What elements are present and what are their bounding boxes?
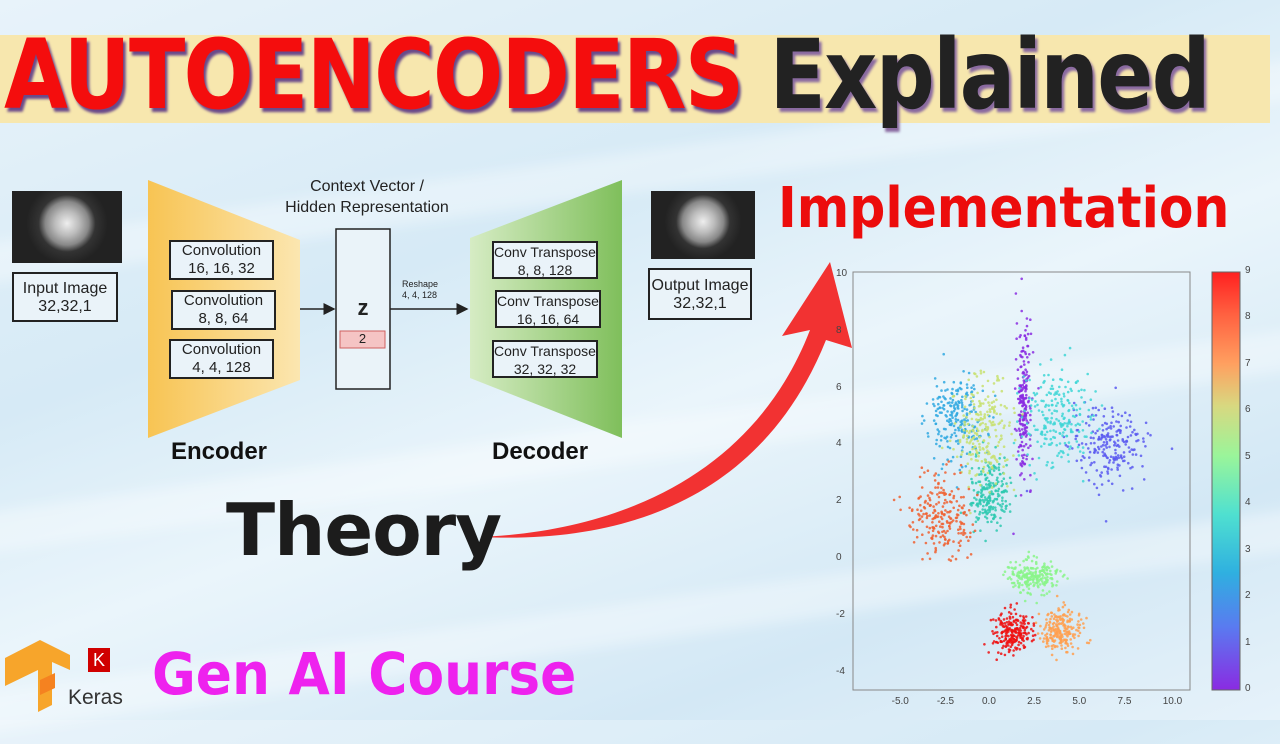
decoder-layer-1: Conv Transpose 8, 8, 128	[492, 241, 598, 279]
title-explained: Explained	[769, 19, 1211, 131]
z-symbol: z	[357, 295, 369, 320]
colorbar-tick-label: 6	[1245, 404, 1251, 416]
x-tick-label: -5.0	[891, 696, 909, 707]
layer-dims: 4, 4, 128	[192, 359, 251, 376]
x-tick-label: 10.0	[1162, 696, 1183, 707]
keras-logo-icon: K	[88, 648, 110, 672]
x-tick-label: 2.5	[1027, 696, 1042, 707]
z-size: 2	[358, 331, 367, 346]
x-tick-label: 7.5	[1117, 696, 1132, 707]
page-title: AUTOENCODERS Explained	[4, 18, 1211, 133]
input-image-box: Input Image 32,32,1	[12, 272, 118, 322]
colorbar-tick-label: 8	[1245, 311, 1251, 323]
layer-name: Conv Transpose	[497, 293, 599, 309]
colorbar-tick-label: 3	[1245, 543, 1251, 555]
course-label: Gen AI Course	[152, 640, 577, 708]
layer-dims: 32, 32, 32	[513, 361, 577, 377]
tensorflow-logo-icon	[5, 640, 70, 712]
input-image	[12, 191, 122, 263]
output-dims: 32,32,1	[673, 295, 727, 312]
z-size-box	[339, 330, 386, 349]
colorbar	[1211, 271, 1241, 691]
plot-frame	[852, 271, 1191, 691]
x-tick-label: 5.0	[1072, 696, 1087, 707]
output-label: Output Image	[651, 277, 749, 294]
colorbar-tick-label: 4	[1245, 497, 1251, 509]
colorbar-tick-label: 1	[1245, 636, 1251, 648]
colorbar-tick-label: 2	[1245, 590, 1251, 602]
reshape-label: Reshape 4, 4, 128	[402, 279, 438, 301]
y-tick-label: -4	[836, 665, 845, 677]
colorbar-tick-label: 7	[1245, 357, 1251, 369]
output-image	[651, 191, 755, 259]
x-tick-label: 0.0	[982, 696, 996, 707]
colorbar-tick-label: 0	[1245, 683, 1251, 694]
context-line1: Context Vector /	[310, 178, 424, 195]
encoder-layer-1: Convolution 16, 16, 32	[169, 240, 274, 280]
title-autoencoders: AUTOENCODERS	[4, 19, 744, 131]
encoder-label: Encoder	[171, 438, 268, 465]
y-tick-label: 8	[836, 324, 842, 336]
layer-name: Conv Transpose	[494, 343, 596, 359]
encoder-layer-3: Convolution 4, 4, 128	[169, 339, 274, 379]
implementation-label: Implementation	[778, 176, 1230, 241]
context-vector-label: Context Vector / Hidden Representation	[272, 176, 462, 218]
theory-label: Theory	[226, 488, 502, 572]
y-tick-label: 10	[836, 268, 848, 279]
layer-name: Convolution	[181, 341, 262, 358]
y-tick-label: -2	[836, 608, 845, 620]
reshape-text: Reshape	[402, 279, 439, 289]
layer-dims: 16, 16, 32	[188, 260, 255, 277]
y-tick-label: 4	[836, 438, 842, 450]
input-dims: 32,32,1	[38, 298, 92, 315]
layer-name: Convolution	[181, 242, 262, 259]
context-line2: Hidden Representation	[285, 199, 449, 216]
y-tick-label: 2	[836, 495, 842, 507]
title-band	[0, 35, 1270, 123]
z-box	[335, 228, 391, 390]
reshape-dims: 4, 4, 128	[402, 290, 438, 300]
output-image-box: Output Image 32,32,1	[648, 268, 752, 320]
decoder-label: Decoder	[492, 438, 589, 465]
layer-dims: 8, 8, 128	[517, 262, 573, 278]
layer-name: Conv Transpose	[494, 244, 596, 260]
decoder-layer-2: Conv Transpose 16, 16, 64	[495, 290, 601, 328]
layer-name: Convolution	[183, 292, 264, 309]
scatter-svg	[852, 271, 1241, 691]
y-tick-label: 6	[836, 381, 842, 393]
big-red-arrow-icon	[480, 262, 852, 538]
colorbar-tick-label: 5	[1245, 450, 1251, 462]
colorbar-tick-label: 9	[1245, 265, 1251, 276]
y-tick-label: 0	[836, 552, 842, 563]
layer-dims: 16, 16, 64	[516, 311, 580, 327]
input-label: Input Image	[22, 280, 108, 297]
layer-dims: 8, 8, 64	[198, 310, 249, 327]
keras-label: Keras	[68, 686, 123, 709]
encoder-layer-2: Convolution 8, 8, 64	[171, 290, 276, 330]
decoder-layer-3: Conv Transpose 32, 32, 32	[492, 340, 598, 378]
x-tick-label: -2.5	[936, 696, 955, 707]
